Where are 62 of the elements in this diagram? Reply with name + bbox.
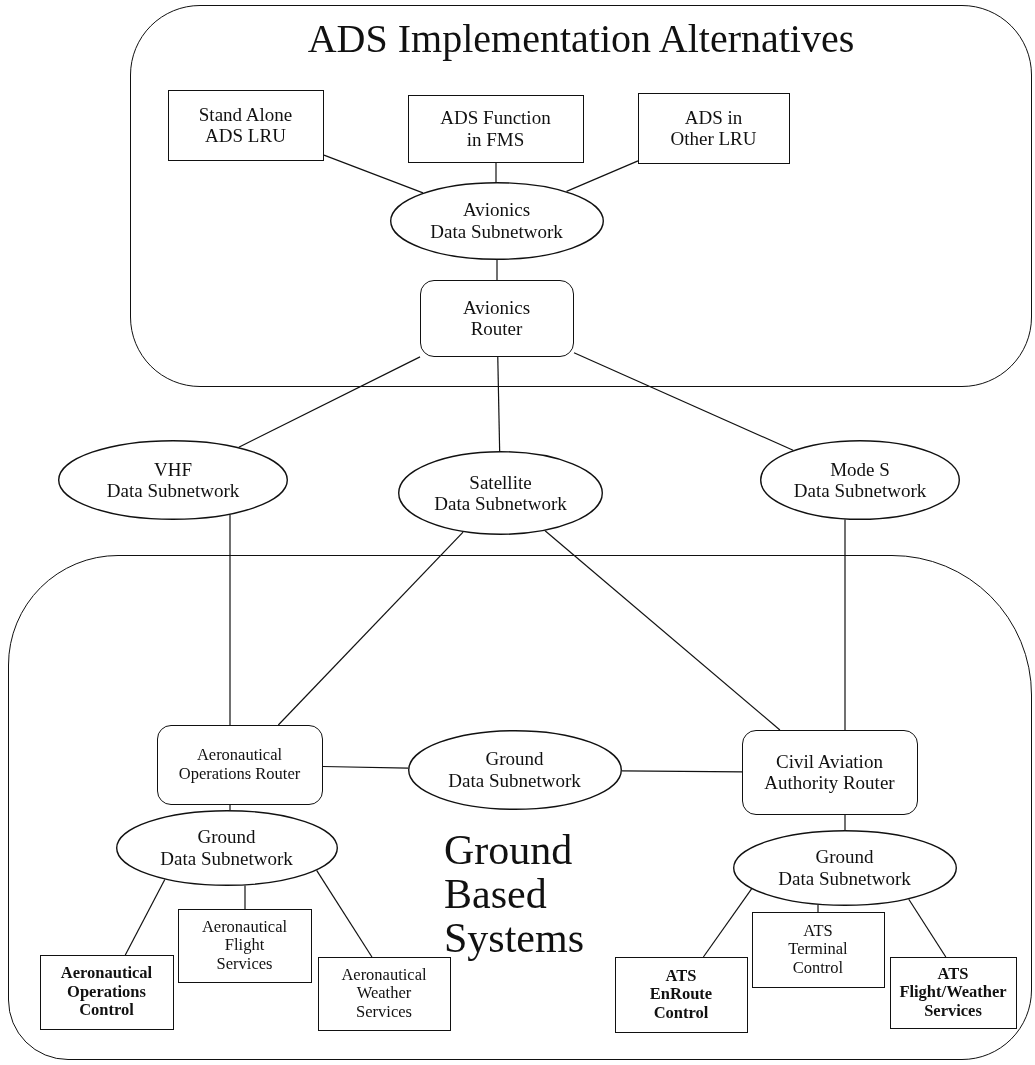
connector-line [277,531,464,726]
subnetwork-ellipse [732,829,957,906]
connector-line [229,804,231,811]
node-label: Aeronautical Operations Router [178,746,301,783]
subnetwork-ellipse [389,181,604,260]
connector-line [844,518,846,731]
connector-line [573,352,794,451]
connector-line [817,904,819,913]
connector-line [238,356,421,448]
node-label: Avionics Data Subnetwork [430,199,563,242]
node-label: VHF Data Subnetwork [106,458,240,502]
node-label: ADS Function in FMS [440,107,551,150]
connector-line [908,898,947,958]
group-panel [8,555,1032,1060]
node-label: Civil Aviation Authority Router [764,750,895,794]
node-label: Ground Data Subnetwork [160,826,293,869]
node-label: Aeronautical Flight Services [201,917,288,974]
node-label: Mode S Data Subnetwork [793,458,927,502]
group-heading: Ground Based Systems [444,828,586,961]
component-box [614,956,748,1033]
connector-line [565,160,639,192]
component-box [39,954,174,1030]
connector-line [124,878,166,956]
group-panel [130,5,1032,387]
node-label: Aeronautical Weather Services [341,965,427,1022]
node-label: ATS EnRoute Control [649,966,713,1023]
router-box [156,724,323,805]
group-heading: ADS Implementation Alternatives [306,18,856,60]
component-box [751,911,885,988]
node-label: Aeronautical Operations Control [60,964,153,1020]
subnetwork-ellipse [760,440,960,520]
node-label: ADS in Other LRU [670,106,757,150]
connector-line [495,162,497,183]
connector-line [621,770,743,773]
component-box [637,92,790,164]
node-label: Ground Data Subnetwork [448,748,581,791]
connector-line [702,888,753,958]
node-label: ATS Terminal Control [788,921,848,978]
subnetwork-ellipse [115,809,338,886]
component-box [167,89,324,161]
connector-line [496,259,498,281]
connector-line [323,154,424,194]
connector-line [322,765,409,769]
connector-line [844,814,846,831]
node-label: Avionics Router [462,296,531,340]
component-box [177,908,312,983]
connector-line [229,514,231,726]
node-label: Ground Data Subnetwork [778,846,911,889]
component-box [407,94,584,163]
component-box [889,956,1017,1029]
node-label: Stand Alone ADS LRU [198,103,293,147]
node-label: ATS Flight/Weather Services [899,964,1007,1021]
subnetwork-ellipse [407,729,622,810]
connector-line [316,869,373,958]
subnetwork-ellipse [58,440,288,520]
connector-line [497,356,501,452]
subnetwork-ellipse [398,451,603,535]
router-box [419,279,574,357]
node-label: Satellite Data Subnetwork [434,471,567,515]
router-box [741,729,918,815]
connector-line [544,530,781,731]
connector-line [244,884,246,910]
